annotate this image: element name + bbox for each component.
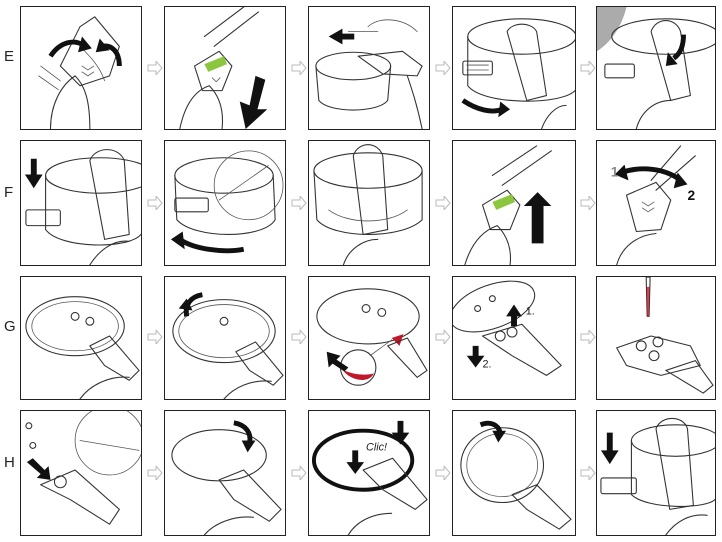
panel-g3	[308, 276, 430, 400]
step-label-1: 1.	[526, 305, 535, 317]
panel-h5	[596, 410, 716, 536]
step-label-2: 2.	[483, 359, 492, 371]
next-arrow-icon	[435, 196, 451, 210]
panel-g4: 1. 2.	[452, 276, 576, 400]
row-label-g: G	[4, 318, 16, 335]
panel-h2	[164, 410, 286, 536]
next-arrow-icon	[147, 196, 163, 210]
next-arrow-icon	[580, 330, 596, 344]
row-label-e: E	[4, 48, 15, 65]
panel-g2	[164, 276, 286, 400]
panel-h3: Clic!	[308, 410, 430, 536]
next-arrow-icon	[580, 61, 596, 75]
panel-h1	[20, 410, 142, 536]
panel-e2	[164, 6, 286, 130]
next-arrow-icon	[291, 61, 307, 75]
next-arrow-icon	[147, 466, 163, 480]
panel-f3	[308, 140, 430, 266]
next-arrow-icon	[291, 196, 307, 210]
panel-e5	[596, 6, 716, 130]
step-label-2: 2	[687, 188, 695, 203]
panel-f4	[452, 140, 576, 266]
next-arrow-icon	[435, 330, 451, 344]
next-arrow-icon	[580, 466, 596, 480]
panel-e1	[20, 6, 142, 130]
row-label-h: H	[4, 454, 15, 471]
panel-e4	[452, 6, 576, 130]
next-arrow-icon	[147, 61, 163, 75]
row-label-f: F	[4, 184, 14, 201]
next-arrow-icon	[291, 330, 307, 344]
clic-label: Clic!	[366, 441, 387, 453]
next-arrow-icon	[435, 466, 451, 480]
next-arrow-icon	[147, 330, 163, 344]
panel-f5: 1 2	[596, 140, 716, 266]
panel-g5	[596, 276, 716, 400]
panel-h4	[452, 410, 576, 536]
panel-f2	[164, 140, 286, 266]
panel-e3	[308, 6, 430, 130]
next-arrow-icon	[580, 196, 596, 210]
step-label-1: 1	[611, 164, 619, 179]
next-arrow-icon	[291, 466, 307, 480]
next-arrow-icon	[435, 61, 451, 75]
panel-g1	[20, 276, 142, 400]
panel-f1	[20, 140, 142, 266]
